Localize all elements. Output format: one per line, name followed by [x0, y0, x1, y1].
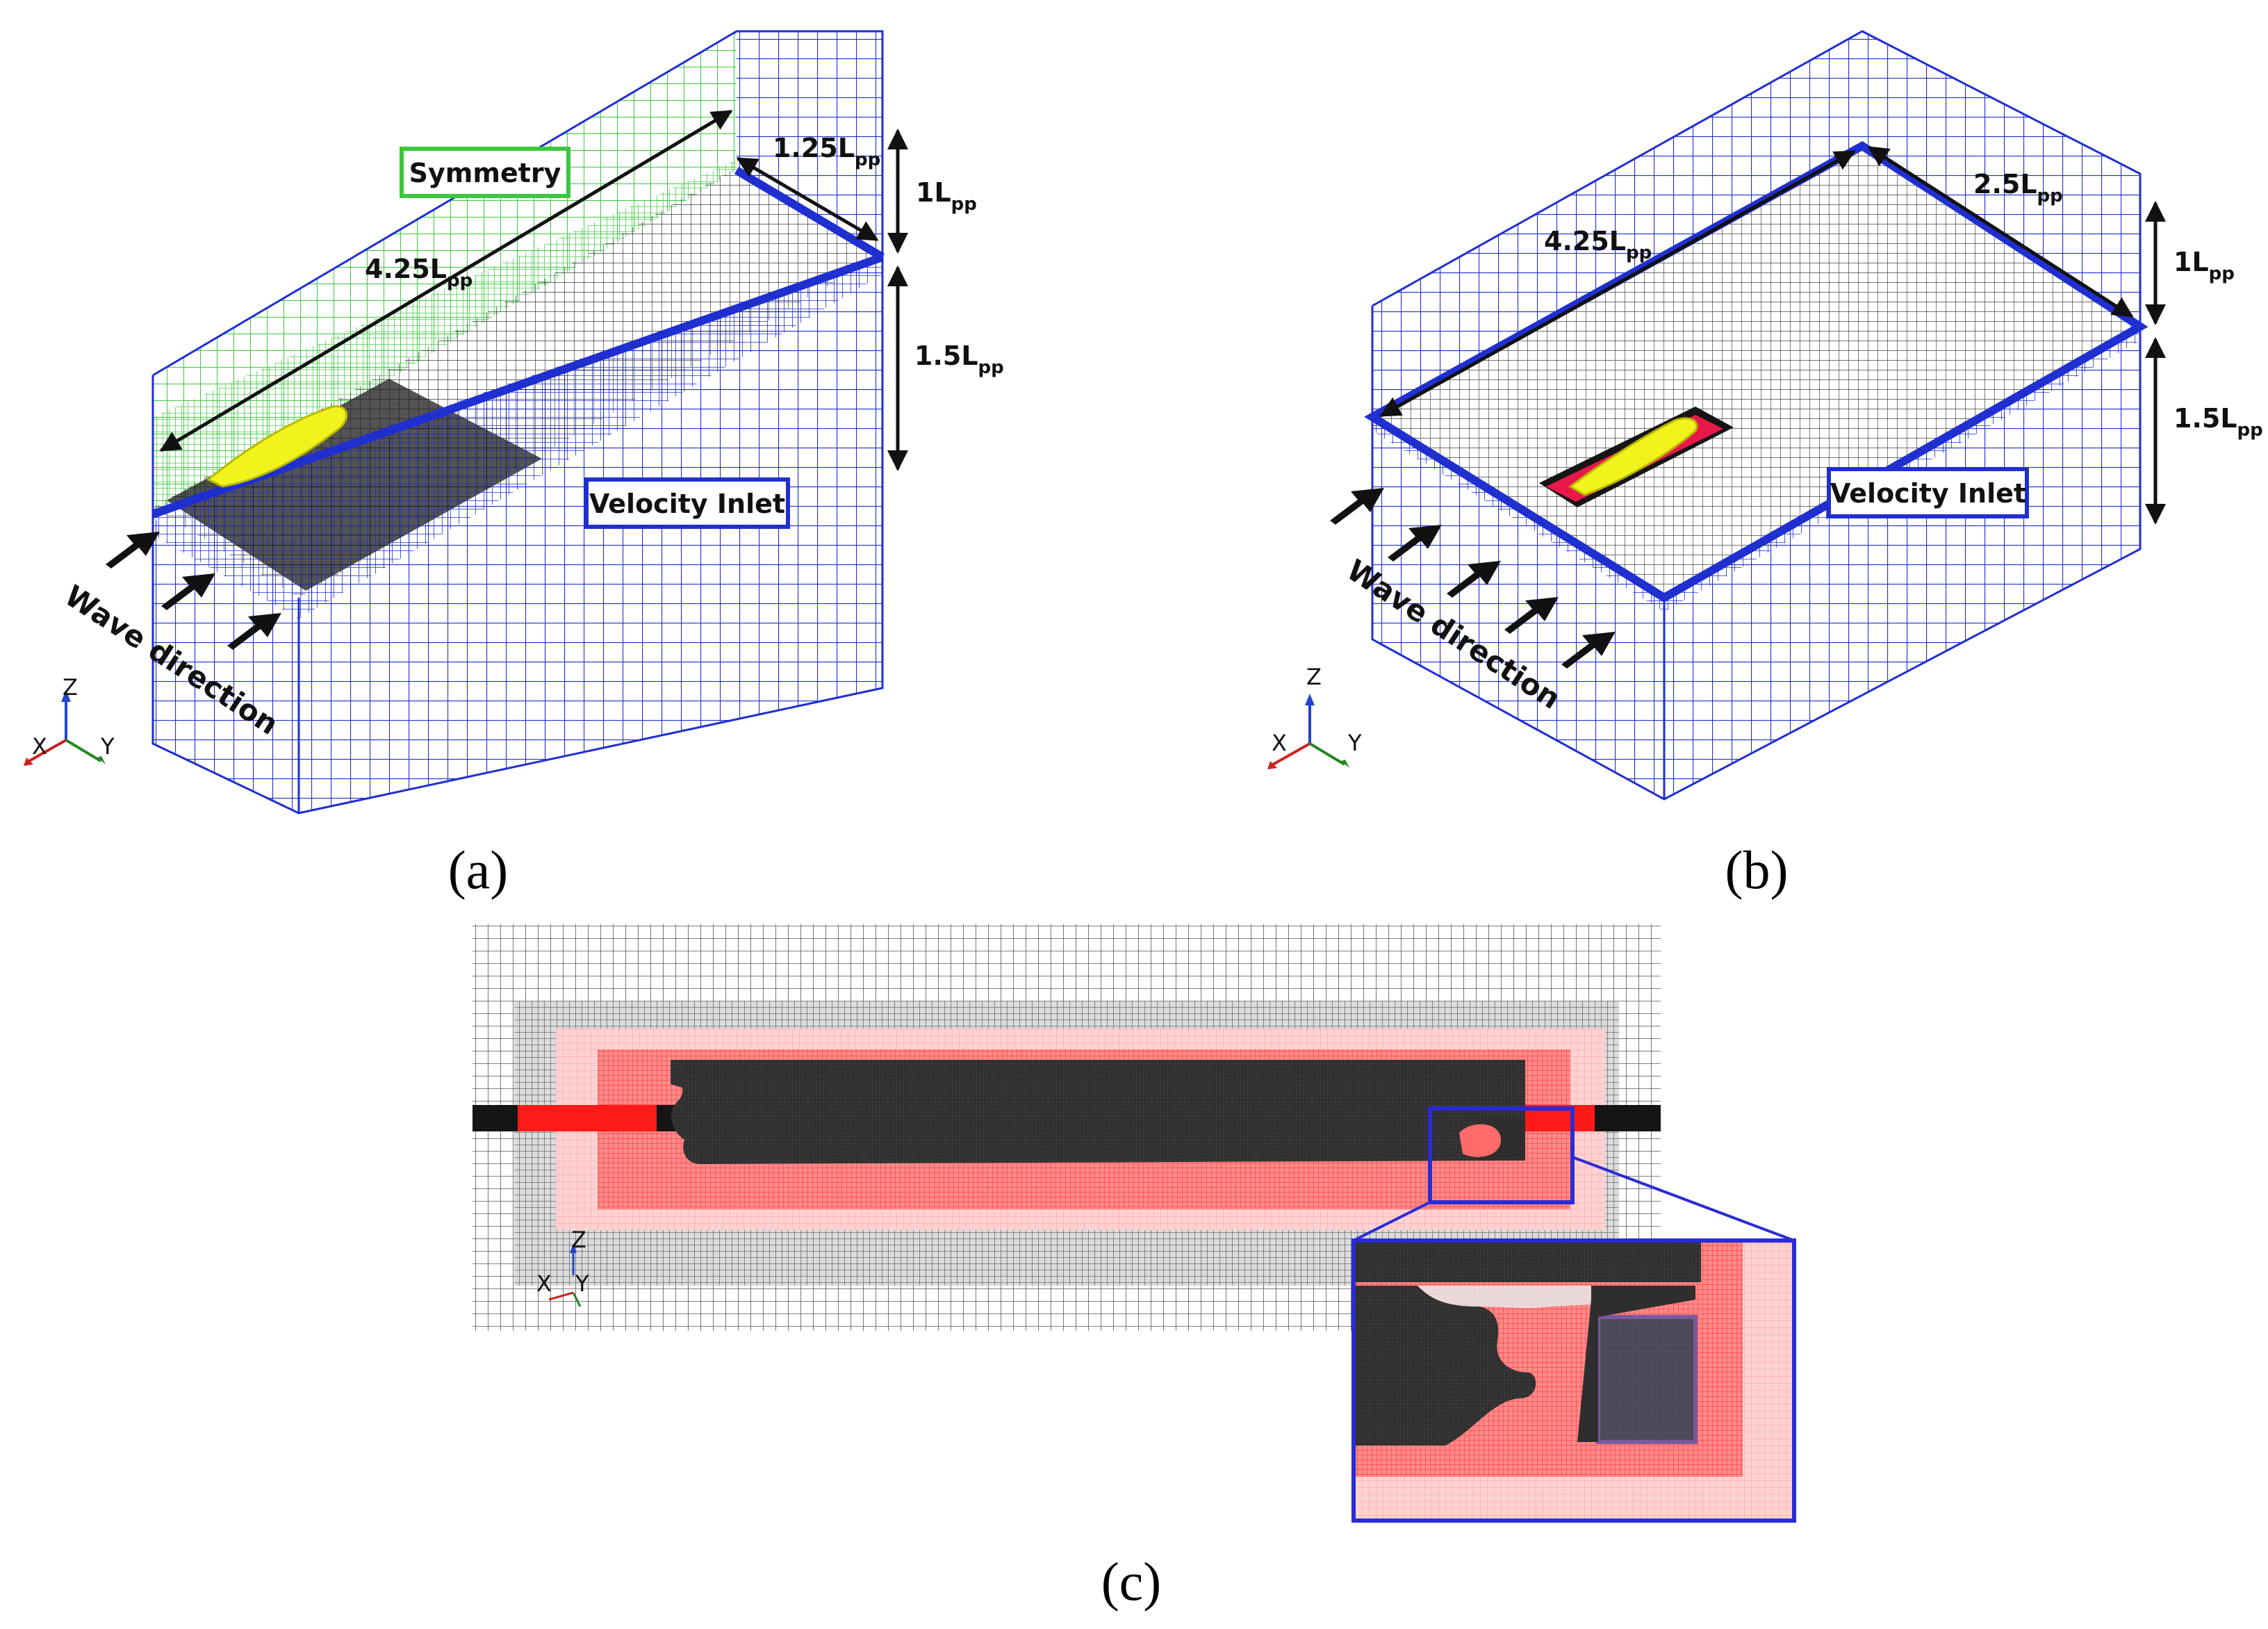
- caption-c: (c): [1101, 1551, 1162, 1612]
- axis-triad-b: Z X Y: [1267, 664, 1362, 769]
- length-dim-b: 4.25Lpp: [1544, 226, 1652, 263]
- panel-c: Z X Y (c): [472, 924, 1796, 1612]
- panel-a: Symmetry Velocity Inlet 4.25Lpp 1.25Lpp …: [24, 30, 1004, 900]
- height-top-dim-b: 1Lpp: [2174, 247, 2235, 284]
- velocity-inlet-label-a: Velocity Inlet: [589, 489, 785, 519]
- svg-text:Z: Z: [63, 674, 78, 701]
- length-dim-arrow-b: [1379, 149, 1856, 418]
- rudder-bulb: [1459, 1124, 1501, 1157]
- wave-arrows-a: [106, 532, 281, 650]
- height-top-dim-a: 1Lpp: [916, 177, 977, 215]
- svg-text:X: X: [1272, 730, 1287, 756]
- caption-b: (b): [1725, 840, 1789, 900]
- hull-dark: [671, 1060, 1525, 1164]
- width-dim-arrow-b: [1867, 145, 2134, 318]
- svg-text:X: X: [32, 733, 47, 760]
- width-dim-a: 1.25Lpp: [773, 133, 880, 170]
- box-edges: [151, 30, 884, 814]
- height-bottom-dim-b: 1.5Lpp: [2174, 403, 2263, 441]
- zoom-source-box: [1428, 1106, 1575, 1204]
- zoom-inset: [1351, 1238, 1796, 1523]
- width-dim-arrow-a: [736, 156, 879, 242]
- front-face-b: [1664, 327, 2140, 799]
- zoom-connector-left: [1353, 1201, 1431, 1242]
- box-edges-b: [1371, 30, 2142, 801]
- svg-text:Y: Y: [575, 1270, 589, 1297]
- inlet-face-b: [1372, 417, 1664, 799]
- axis-triad-c: Z X Y: [536, 1227, 589, 1307]
- panel-b: Velocity Inlet 4.25Lpp 2.5Lpp 1Lpp 1.5Lp…: [1267, 30, 2263, 900]
- length-dim-arrow-a: [159, 109, 733, 452]
- velocity-inlet-label-box-a: [584, 477, 790, 529]
- velocity-inlet-label-box-b: [1827, 467, 2029, 518]
- wave-arrows-b: [1330, 488, 1616, 669]
- hull-yellow-b: [1568, 417, 1698, 496]
- svg-text:Z: Z: [571, 1227, 586, 1253]
- free-surface-red: [518, 1105, 657, 1131]
- svg-text:X: X: [536, 1270, 552, 1297]
- velocity-inlet-label-b: Velocity Inlet: [1830, 478, 2026, 509]
- axis-triad-a: Z X Y: [24, 674, 115, 766]
- svg-text:Y: Y: [100, 733, 115, 760]
- width-dim-b: 2.5Lpp: [1973, 169, 2063, 206]
- svg-text:Y: Y: [1347, 730, 1362, 756]
- height-bottom-dim-a: 1.5Lpp: [914, 341, 1004, 378]
- zoom-connector-right: [1572, 1156, 1795, 1242]
- caption-a: (a): [448, 840, 509, 900]
- domain-top-back: [1372, 31, 2140, 417]
- symmetry-label: Symmetry: [409, 158, 561, 188]
- svg-text:Z: Z: [1306, 664, 1322, 690]
- length-dim-a: 4.25Lpp: [365, 254, 472, 291]
